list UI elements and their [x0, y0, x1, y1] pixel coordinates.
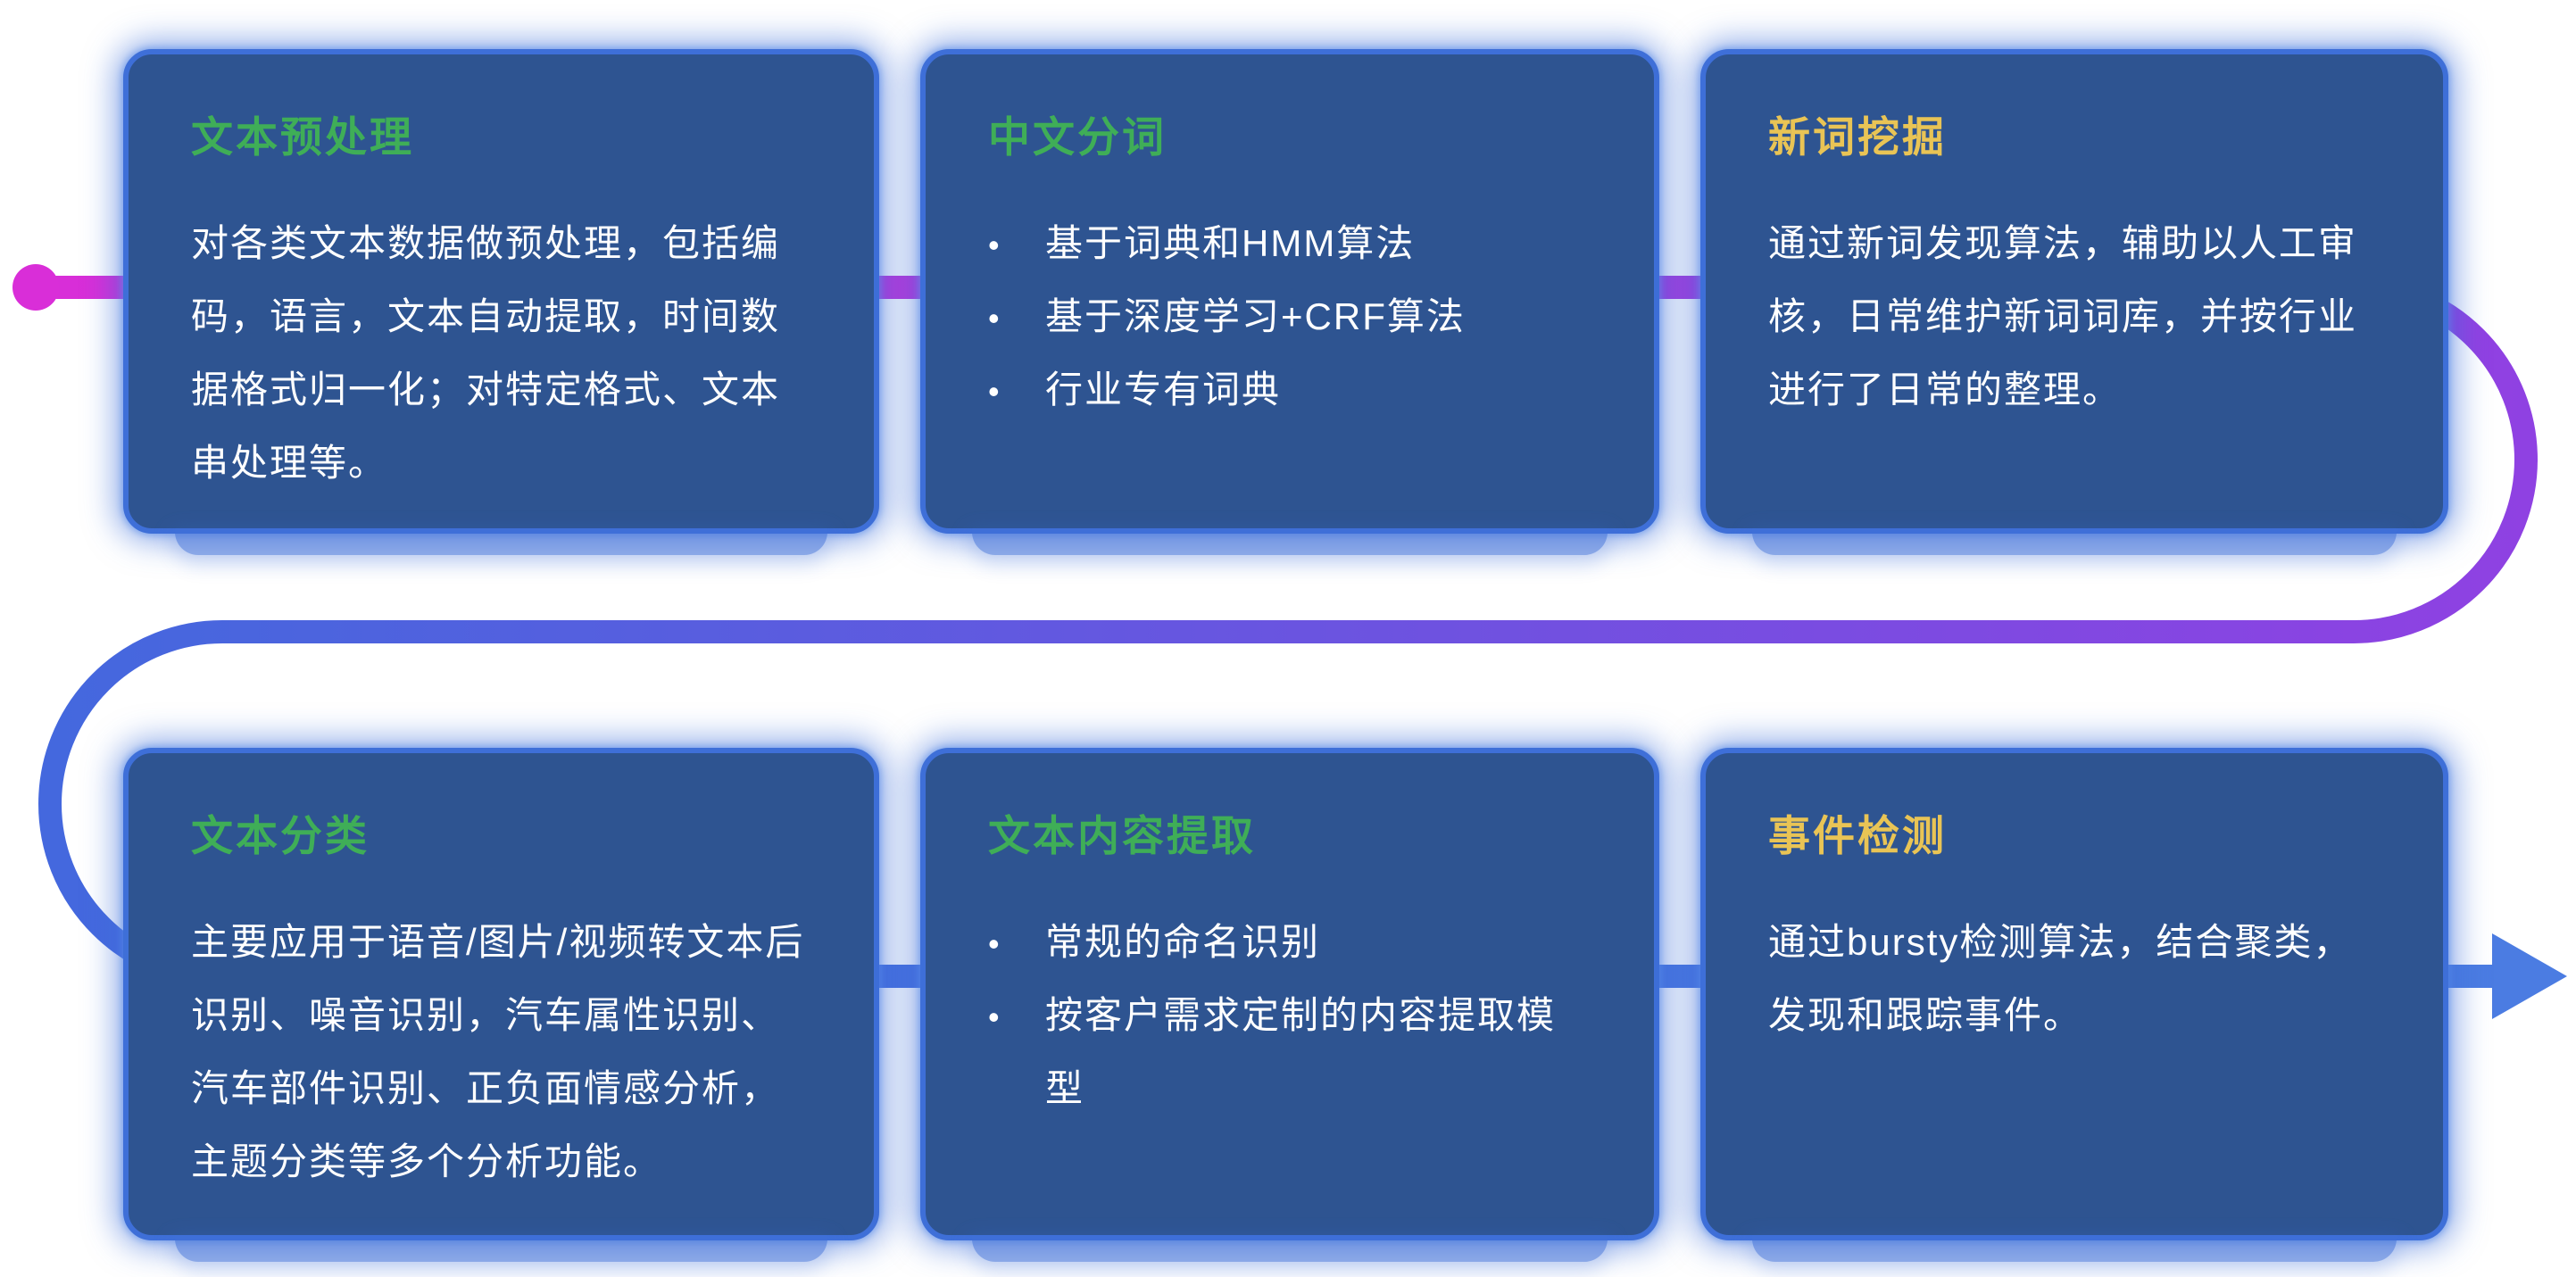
bullet-item: • 基于词典和HMM算法 [988, 207, 1591, 280]
card-body: 主要应用于语音/图片/视频转文本后识别、噪音识别，汽车属性识别、汽车部件识别、正… [191, 921, 805, 1182]
pipeline-start-dot [12, 264, 59, 311]
card-text-content-extraction: 文本内容提取 • 常规的命名识别 • 按客户需求定制的内容提取模型 [920, 748, 1659, 1262]
card-title: 文本内容提取 [988, 812, 1256, 859]
bullet-item: • 按客户需求定制的内容提取模型 [988, 979, 1591, 1125]
bullet-icon: • [988, 227, 1001, 263]
bullet-icon: • [988, 998, 1001, 1035]
bullet-text: 行业专有词典 [1045, 368, 1282, 410]
card-title: 文本预处理 [191, 113, 414, 161]
bullet-icon: • [988, 299, 1001, 336]
card-text-classification: 文本分类 主要应用于语音/图片/视频转文本后识别、噪音识别，汽车属性识别、汽车部… [123, 748, 879, 1262]
bullet-text: 按客户需求定制的内容提取模型 [1045, 993, 1557, 1109]
card-body: 对各类文本数据做预处理，包括编码，语言，文本自动提取，时间数据格式归一化；对特定… [191, 222, 781, 484]
bullet-icon: • [988, 925, 1001, 962]
card-title: 文本分类 [191, 812, 370, 859]
card-title: 事件检测 [1768, 812, 1947, 859]
card-text-preprocessing: 文本预处理 对各类文本数据做预处理，包括编码，语言，文本自动提取，时间数据格式归… [123, 49, 879, 555]
card-new-word-mining: 新词挖掘 通过新词发现算法，辅助以人工审核，日常维护新词词库，并按行业进行了日常… [1700, 49, 2448, 555]
pipeline-arrow-icon [2492, 933, 2567, 1019]
bullet-item: • 基于深度学习+CRF算法 [988, 280, 1591, 353]
bullet-list: • 常规的命名识别 • 按客户需求定制的内容提取模型 [988, 906, 1591, 1125]
bullet-item: • 行业专有词典 [988, 353, 1591, 427]
pipeline-segment-middle [38, 459, 2538, 805]
card-title: 新词挖掘 [1768, 113, 1947, 161]
card-body: 通过新词发现算法，辅助以人工审核，日常维护新词词库，并按行业进行了日常的整理。 [1768, 222, 2358, 410]
bullet-text: 基于深度学习+CRF算法 [1045, 294, 1466, 337]
card-event-detection: 事件检测 通过bursty检测算法，结合聚类，发现和跟踪事件。 [1700, 748, 2448, 1262]
bullet-text: 常规的命名识别 [1045, 921, 1321, 963]
bullet-item: • 常规的命名识别 [988, 906, 1591, 979]
card-title: 中文分词 [988, 113, 1167, 161]
card-chinese-word-segmentation: 中文分词 • 基于词典和HMM算法 • 基于深度学习+CRF算法 • 行业专有词… [920, 49, 1659, 555]
bullet-icon: • [988, 372, 1001, 410]
card-body: 通过bursty检测算法，结合聚类，发现和跟踪事件。 [1768, 921, 2353, 1036]
bullet-list: • 基于词典和HMM算法 • 基于深度学习+CRF算法 • 行业专有词典 [988, 207, 1591, 427]
bullet-text: 基于词典和HMM算法 [1045, 222, 1416, 264]
